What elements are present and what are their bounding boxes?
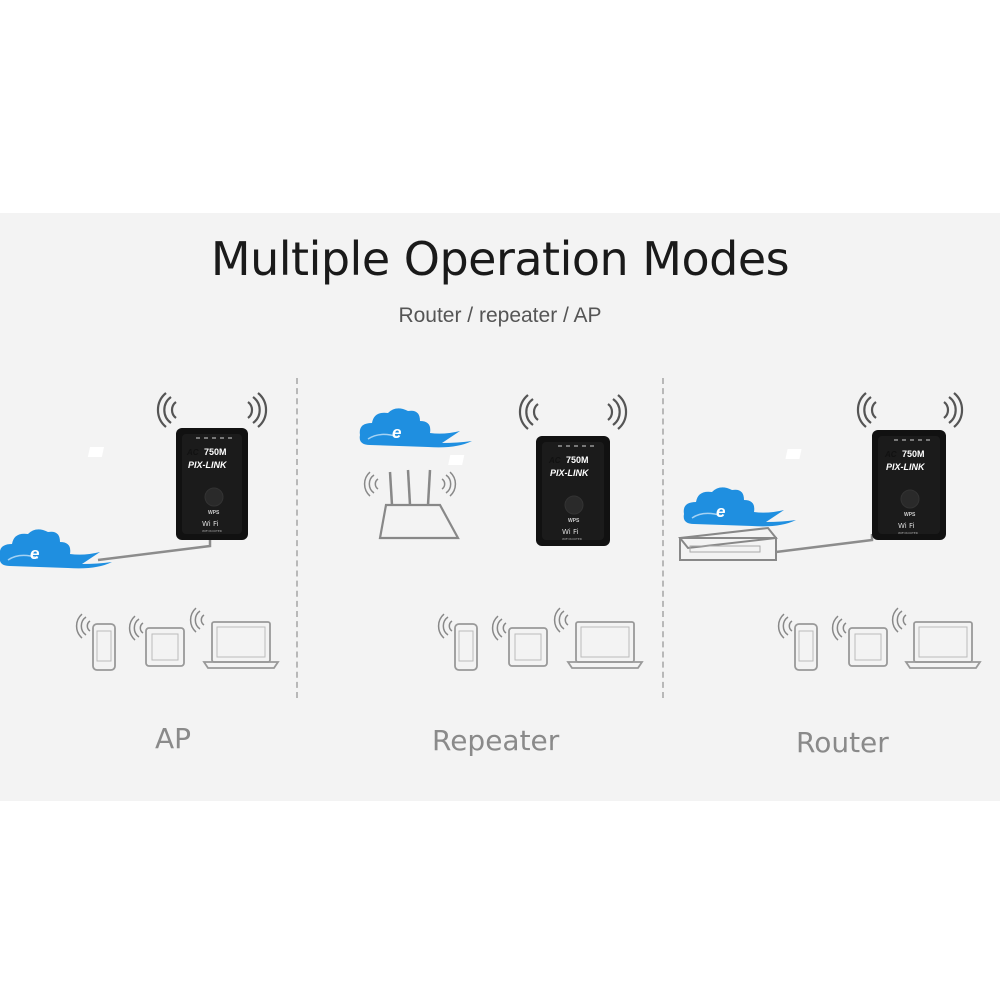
wifi-signal-icon bbox=[128, 615, 144, 641]
modem-switch-icon bbox=[678, 526, 778, 561]
internet-letter: e bbox=[716, 502, 725, 521]
section-divider bbox=[662, 378, 664, 698]
wifi-signal-icon bbox=[189, 607, 205, 633]
router-icon bbox=[363, 469, 460, 540]
device-sub-label: WIFI ROUTER bbox=[898, 531, 918, 535]
repeater-section: e AC 750M PIX-LINK WPS Wi Fi WIFI ROUTE bbox=[358, 393, 644, 671]
diagram-panel bbox=[0, 213, 1000, 801]
tablet-icon bbox=[848, 627, 888, 667]
internet-letter: e bbox=[30, 544, 39, 563]
device-speed: 750M bbox=[204, 447, 227, 457]
internet-letter: e bbox=[392, 423, 401, 442]
wifi-signal-icon bbox=[437, 613, 453, 639]
wifi-signal-icon bbox=[831, 615, 847, 641]
pixlink-device: AC 750M PIX-LINK WPS Wi Fi WIFI ROUTER bbox=[785, 430, 946, 540]
device-wifi-label: Wi Fi bbox=[562, 528, 578, 536]
wifi-signal-icon bbox=[777, 613, 793, 639]
device-speed: 750M bbox=[902, 449, 925, 459]
wifi-signal-icon bbox=[156, 391, 268, 429]
device-brand: PIX-LINK bbox=[886, 462, 926, 472]
section-divider bbox=[296, 378, 298, 698]
device-wps-label: WPS bbox=[568, 518, 580, 524]
mode-label-ap: AP bbox=[155, 722, 192, 755]
wifi-signal-icon bbox=[856, 391, 964, 429]
wifi-signal-icon bbox=[553, 607, 569, 633]
wifi-signal-icon bbox=[491, 615, 507, 641]
tablet-icon bbox=[145, 627, 185, 667]
device-wifi-label: Wi Fi bbox=[202, 520, 218, 528]
device-sub-label: WIFI ROUTER bbox=[202, 529, 222, 533]
pixlink-device: AC 750M PIX-LINK WPS Wi Fi WIFI ROUTER bbox=[448, 436, 610, 546]
phone-icon bbox=[454, 623, 478, 671]
pixlink-device: AC 750M PIX-LINK WPS Wi Fi WIFI ROUTER bbox=[87, 428, 248, 540]
page-title: Multiple Operation Modes bbox=[210, 232, 790, 286]
device-wifi-label: Wi Fi bbox=[898, 522, 914, 530]
internet-cloud-icon bbox=[358, 407, 473, 449]
device-wps-label: WPS bbox=[208, 510, 220, 516]
device-badge: AC bbox=[186, 448, 199, 457]
page-subtitle: Router / repeater / AP bbox=[398, 304, 602, 327]
ethernet-cable bbox=[97, 540, 212, 562]
mode-label-router: Router bbox=[796, 726, 889, 759]
device-speed: 750M bbox=[566, 455, 589, 465]
device-brand: PIX-LINK bbox=[550, 468, 590, 478]
device-badge: AC bbox=[548, 456, 561, 465]
device-wps-label: WPS bbox=[904, 512, 916, 518]
wifi-signal-icon bbox=[518, 393, 628, 431]
ethernet-cable bbox=[775, 534, 874, 554]
ap-section: e AC 750M PIX-LINK WPS Wi Fi WIFI ROUTER bbox=[0, 391, 280, 671]
tablet-icon bbox=[508, 627, 548, 667]
router-section: e AC 750M PIX-LINK WPS Wi Fi WIFI ROUTER bbox=[678, 391, 982, 671]
internet-cloud-icon bbox=[682, 486, 797, 528]
laptop-icon bbox=[202, 621, 280, 669]
phone-icon bbox=[794, 623, 818, 671]
laptop-icon bbox=[904, 621, 982, 669]
wifi-signal-icon bbox=[75, 613, 91, 639]
phone-icon bbox=[92, 623, 116, 671]
wifi-signal-icon bbox=[891, 607, 907, 633]
mode-label-repeater: Repeater bbox=[432, 724, 560, 757]
laptop-icon bbox=[566, 621, 644, 669]
internet-cloud-icon bbox=[0, 528, 113, 570]
device-sub-label: WIFI ROUTER bbox=[562, 537, 582, 541]
device-brand: PIX-LINK bbox=[188, 460, 228, 470]
device-badge: AC bbox=[884, 450, 897, 459]
